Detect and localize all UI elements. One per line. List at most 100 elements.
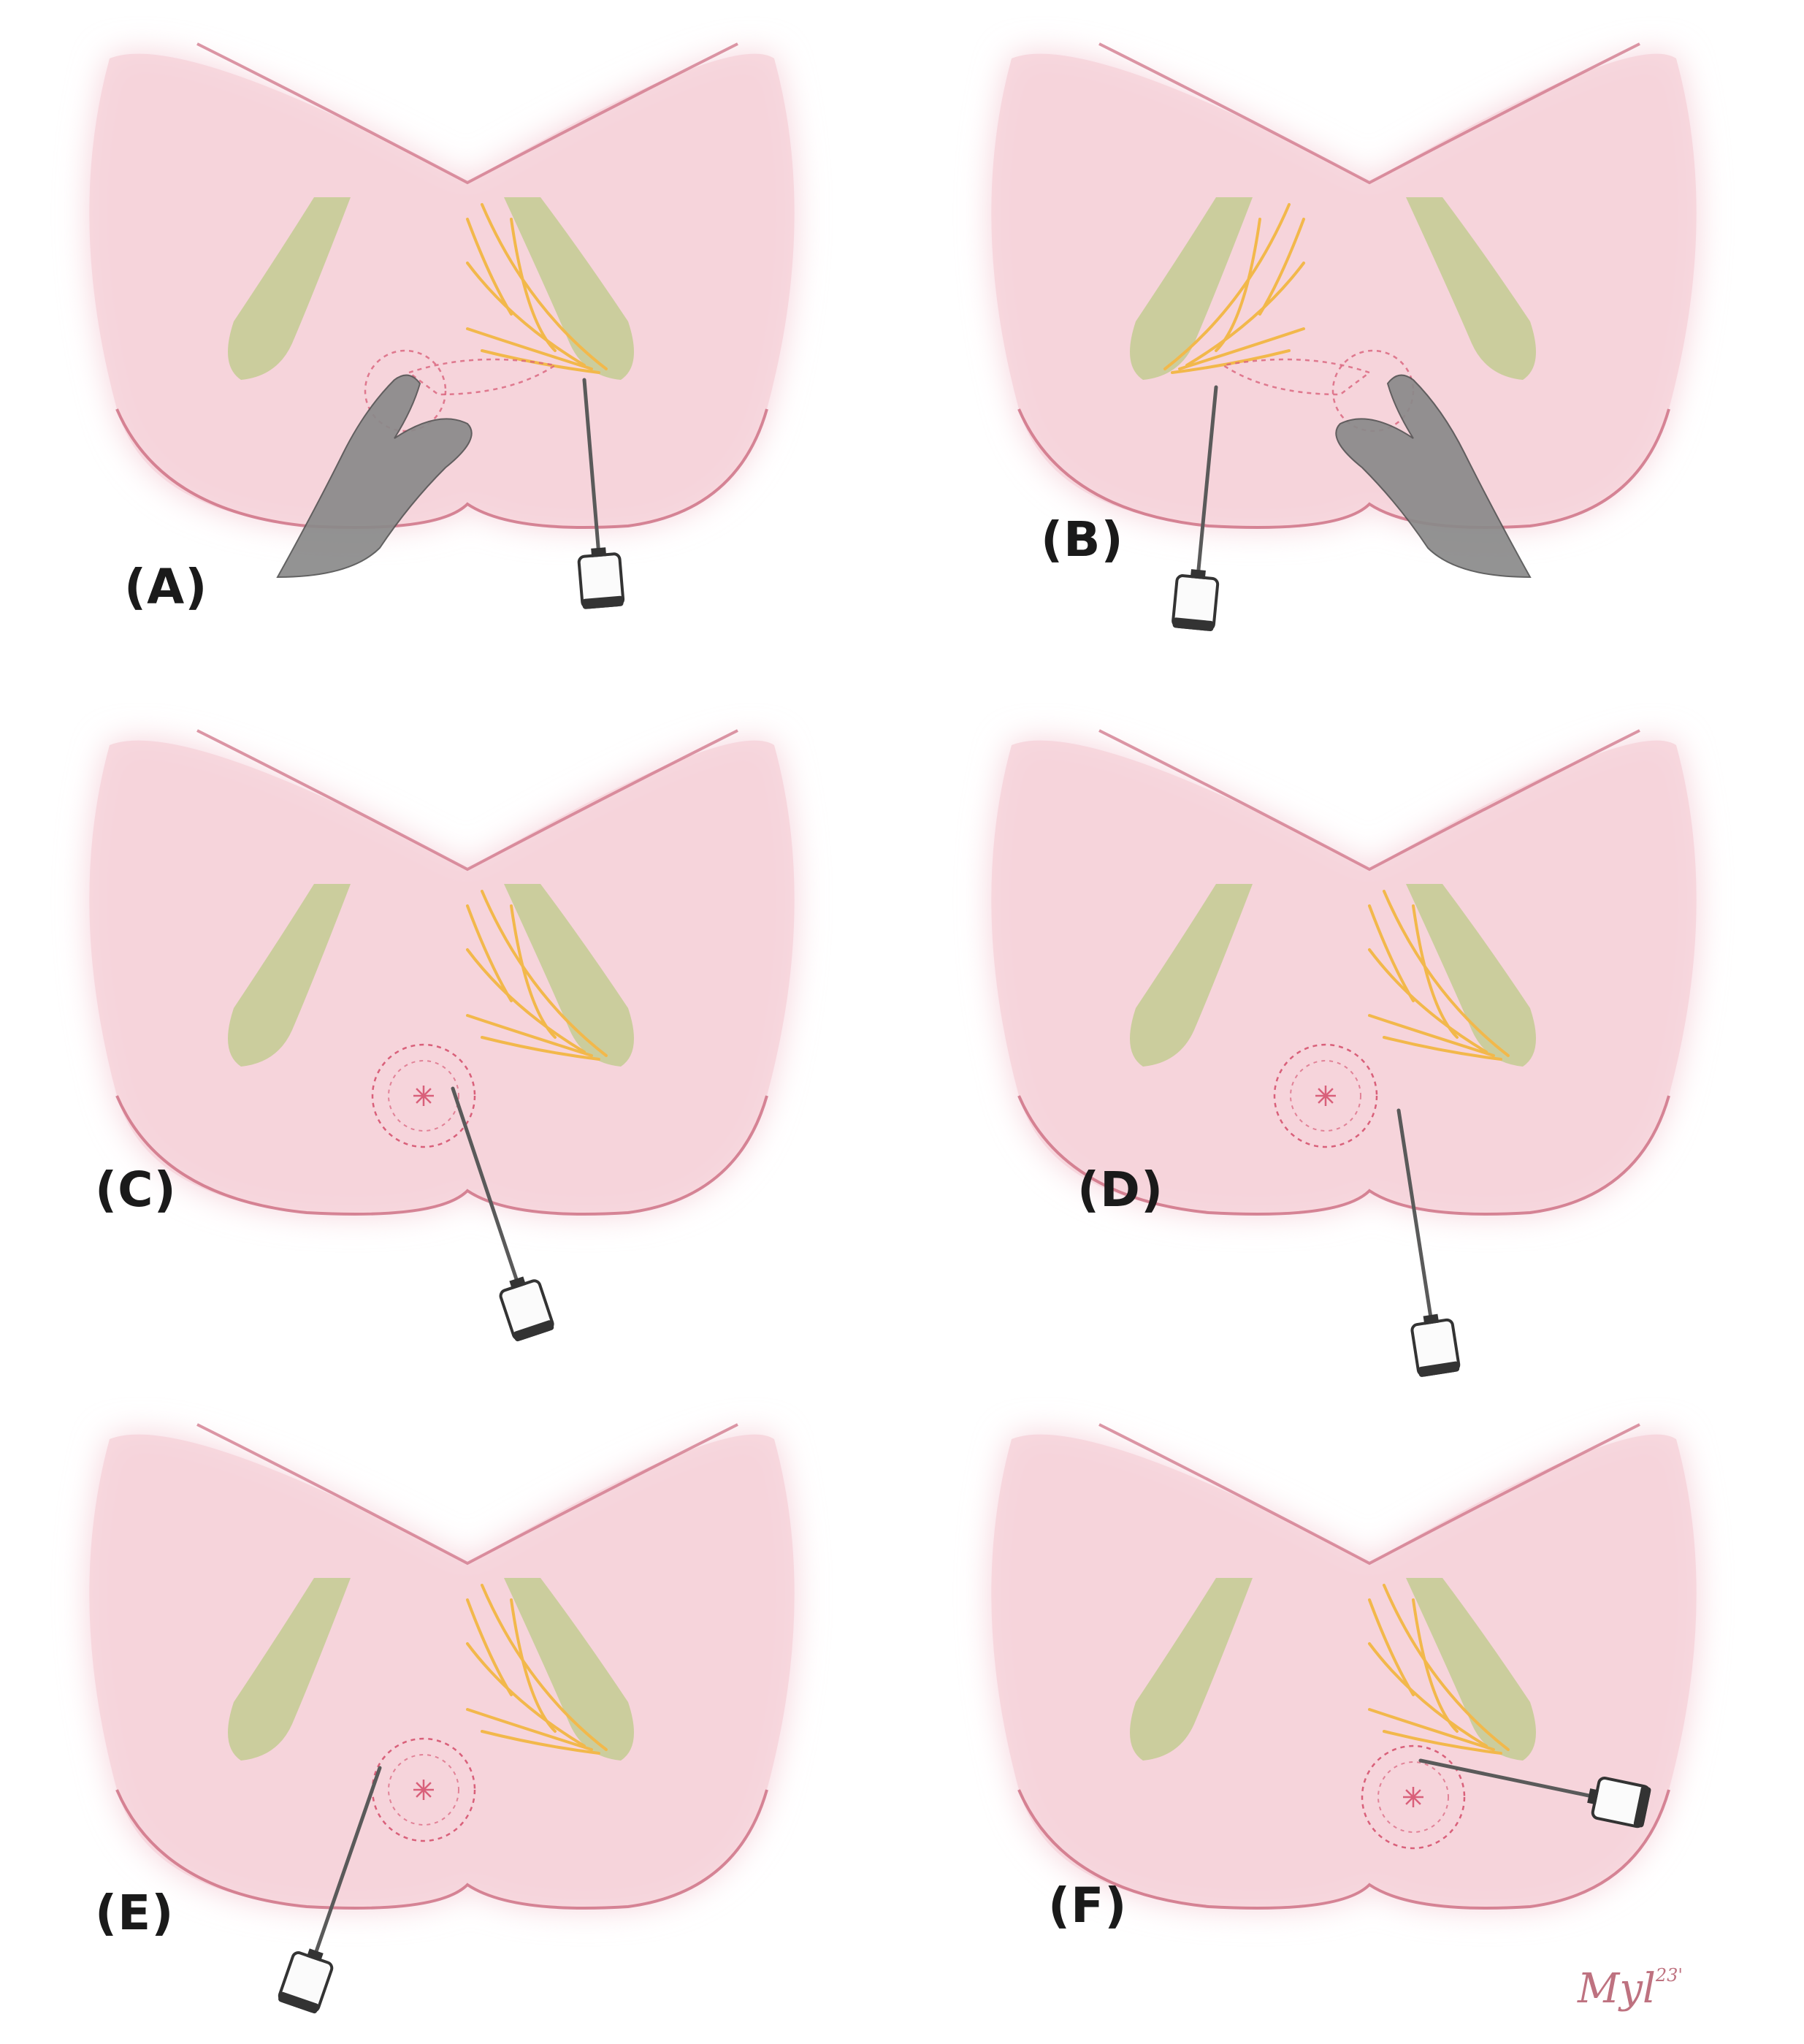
nerve-branch xyxy=(1383,890,1510,1057)
nerve-branch xyxy=(1383,1730,1502,1755)
nerve-branch xyxy=(1368,1014,1495,1057)
inner-target-ring xyxy=(1290,1060,1361,1132)
inner-target-ring xyxy=(388,1060,459,1132)
starburst-ray xyxy=(416,1789,424,1798)
syringe-hub-icon xyxy=(278,1948,334,2014)
panel-b-label: (B) xyxy=(1041,511,1124,568)
starburst-ray xyxy=(423,1782,432,1791)
panel-d-label: (D) xyxy=(1077,1162,1164,1218)
nerve-branch xyxy=(1185,262,1305,367)
nerve-branches xyxy=(1163,203,1305,374)
nerve-branch xyxy=(466,1708,593,1751)
nerve-branch xyxy=(510,904,557,1039)
needle-icon xyxy=(577,378,625,609)
starburst-ray xyxy=(416,1782,424,1791)
panel-b-illustration xyxy=(991,42,1697,631)
needle-shaft xyxy=(312,1766,382,1960)
skin-area xyxy=(89,740,795,1214)
syringe-cap xyxy=(278,1991,319,2014)
injection-starburst xyxy=(1403,1787,1423,1807)
starburst-ray xyxy=(1318,1095,1326,1104)
syringe-hub-icon xyxy=(1410,1313,1461,1377)
nerve-branch xyxy=(1368,1642,1488,1747)
panel-f: (F) xyxy=(902,1373,1804,2044)
needle-icon xyxy=(278,1766,382,2014)
upper-body-outline xyxy=(1098,42,1640,185)
lower-body-outline xyxy=(115,408,768,529)
lower-body-outline xyxy=(1017,1095,1670,1216)
outer-target-ring xyxy=(1273,1043,1378,1148)
right-ligament xyxy=(1406,884,1536,1067)
panel-c: (C) xyxy=(0,657,902,1351)
syringe-hub-icon xyxy=(1172,569,1220,631)
nerve-branch xyxy=(510,1598,557,1733)
syringe-tip xyxy=(591,547,607,557)
nerve-branch xyxy=(481,203,608,370)
panel-f-label: (F) xyxy=(1048,1877,1128,1934)
syringe-cap xyxy=(1633,1786,1651,1828)
right-ligament xyxy=(504,197,634,380)
needle-shaft xyxy=(1396,1108,1434,1324)
body-group xyxy=(991,1423,1697,1910)
lower-body-outline xyxy=(1017,1789,1670,1910)
left-ligament xyxy=(1130,884,1253,1067)
nerve-branches xyxy=(466,1584,608,1755)
starburst-ray xyxy=(1405,1796,1414,1805)
gloved-hand-icon xyxy=(1335,374,1532,579)
nerve-branches xyxy=(1368,890,1510,1061)
starburst-ray xyxy=(1413,1796,1421,1805)
panel-c-illustration xyxy=(89,729,795,1342)
syringe-cap xyxy=(1172,617,1214,631)
nerve-branches xyxy=(1368,1584,1510,1755)
nerve-branch xyxy=(1215,218,1261,352)
starburst-ray xyxy=(1413,1789,1421,1798)
panel-a-label: (A) xyxy=(124,559,208,615)
needle-icon xyxy=(1418,1758,1651,1828)
nerve-branch xyxy=(466,1014,593,1057)
lower-body-outline xyxy=(115,1095,768,1216)
starburst-ray xyxy=(423,1088,432,1097)
panel-a: (A) xyxy=(0,0,902,657)
syringe-cap xyxy=(513,1320,554,1342)
skin-area xyxy=(991,1434,1697,1908)
inner-target-ring xyxy=(388,1754,459,1826)
injection-starburst xyxy=(1315,1086,1336,1106)
syringe-tip xyxy=(1587,1788,1599,1805)
nerve-branch xyxy=(1163,203,1291,370)
left-ligament xyxy=(228,197,351,380)
skin-area xyxy=(89,1434,795,1908)
starburst-ray xyxy=(416,1088,424,1097)
right-ligament xyxy=(1406,197,1536,380)
starburst-ray xyxy=(416,1095,424,1104)
starburst-ray xyxy=(423,1789,432,1798)
body-group xyxy=(89,42,795,609)
nerve-branch xyxy=(466,948,586,1053)
needle-shaft xyxy=(451,1086,521,1288)
nerve-branch xyxy=(1412,904,1459,1039)
gloved-hand-icon xyxy=(276,374,473,579)
right-ligament xyxy=(504,884,634,1067)
nerve-branch xyxy=(481,1730,600,1755)
nerve-branches xyxy=(466,203,608,374)
nerve-branch xyxy=(1178,327,1305,370)
needle-icon xyxy=(451,1086,554,1342)
nerve-branch xyxy=(466,327,593,370)
body-group xyxy=(991,42,1697,631)
panel-a-illustration xyxy=(89,42,795,609)
nerve-branch xyxy=(466,1598,513,1696)
nerve-branch xyxy=(466,1642,586,1747)
lower-body-outline xyxy=(1017,408,1670,529)
syringe-cap xyxy=(1418,1361,1460,1377)
skin-area xyxy=(991,53,1697,528)
body-group xyxy=(991,729,1697,1377)
outer-target-ring xyxy=(371,1043,476,1148)
syringe-tip xyxy=(1190,569,1206,579)
needle-shaft xyxy=(1196,385,1218,579)
panel-b: (B) xyxy=(902,0,1804,657)
nerve-branch xyxy=(1383,1036,1502,1061)
nerve-branch xyxy=(1383,1584,1510,1751)
nerve-branch xyxy=(1368,1708,1495,1751)
upper-body-outline xyxy=(1098,1423,1640,1566)
nerve-branch xyxy=(510,218,557,352)
